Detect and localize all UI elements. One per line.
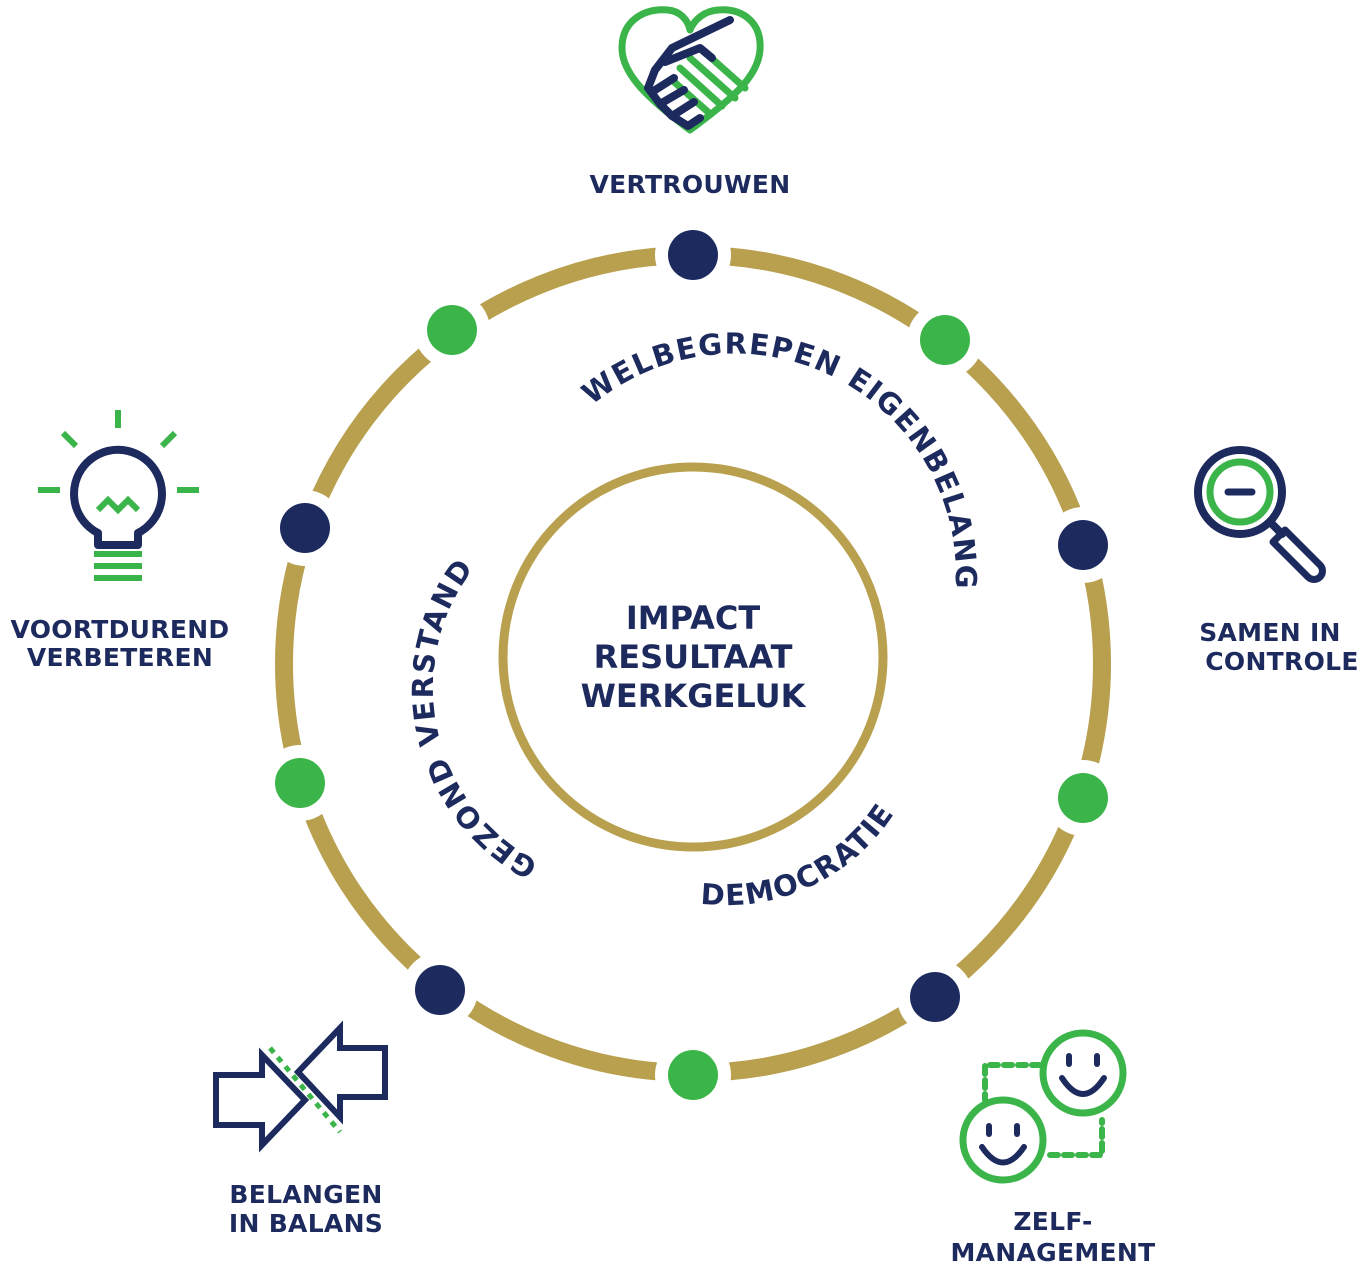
label-samen-in-controle-2: CONTROLE bbox=[1205, 647, 1359, 676]
center-line-3: WERKGELUK bbox=[581, 677, 807, 715]
label-samen-in-controle-1: SAMEN IN bbox=[1199, 618, 1341, 647]
inner-ring bbox=[498, 462, 888, 852]
label-voortdurend-verbeteren-1: VOORTDUREND bbox=[11, 615, 230, 644]
curved-label-gezond-verstand: GEZOND VERSTAND bbox=[406, 552, 542, 886]
magnifier-icon bbox=[1194, 446, 1326, 583]
lightbulb-icon bbox=[38, 410, 199, 581]
label-belangen-in-balans-2: IN BALANS bbox=[229, 1209, 383, 1238]
label-zelfmanagement-1: ZELF- bbox=[1013, 1207, 1092, 1236]
arrows-balance-icon bbox=[213, 1020, 388, 1153]
label-voortdurend-verbeteren-2: VERBETEREN bbox=[27, 643, 213, 672]
handshake-heart-icon bbox=[618, 6, 764, 134]
center-line-1: IMPACT bbox=[626, 599, 761, 637]
ring-dots bbox=[262, 217, 1121, 1113]
smiley-faces-icon bbox=[959, 1029, 1127, 1184]
center-line-2: RESULTAAT bbox=[594, 638, 793, 676]
label-belangen-in-balans-1: BELANGEN bbox=[229, 1180, 382, 1209]
label-vertrouwen: VERTROUWEN bbox=[590, 170, 791, 199]
label-zelfmanagement-2: MANAGEMENT bbox=[950, 1238, 1155, 1267]
